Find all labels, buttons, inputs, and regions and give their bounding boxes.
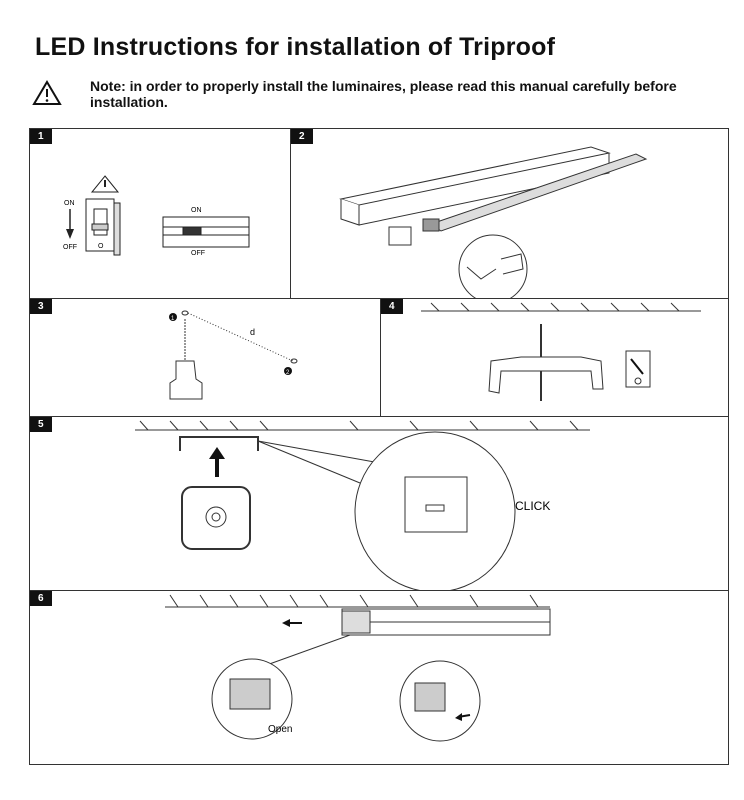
step-number: 2 bbox=[291, 129, 313, 144]
step-number: 3 bbox=[30, 299, 52, 314]
switch-o-label: O bbox=[98, 243, 104, 250]
open-end-cap-illustration: Open bbox=[165, 594, 551, 742]
switch-off-illustration: ON OFF O ON OFF bbox=[63, 175, 250, 257]
installation-note: Note: in order to properly install the l… bbox=[90, 78, 677, 110]
step-number: 1 bbox=[30, 129, 52, 144]
click-label: CLICK bbox=[515, 499, 550, 513]
step-number: 5 bbox=[30, 417, 52, 432]
step-6-panel: 6 Open bbox=[29, 590, 729, 765]
mount-clips-illustration bbox=[421, 302, 701, 401]
clip-luminaire-illustration: CLICK bbox=[135, 420, 590, 592]
page-title: LED Instructions for installation of Tri… bbox=[35, 33, 556, 61]
step-number: 4 bbox=[381, 299, 403, 314]
step-2-panel: 2 bbox=[290, 128, 729, 300]
breaker-on-label: ON bbox=[191, 207, 202, 214]
open-label: Open bbox=[268, 724, 292, 735]
drill-holes-illustration: 1 2 d bbox=[169, 310, 298, 400]
point-2-label: 2 bbox=[286, 370, 290, 376]
warning-icon bbox=[32, 80, 62, 105]
step-1-panel: 1 ON OFF O ON OFF bbox=[29, 128, 291, 299]
step-4-panel: 4 bbox=[380, 298, 729, 417]
distance-label: d bbox=[250, 327, 255, 337]
breaker-off-label: OFF bbox=[191, 250, 205, 257]
switch-off-label: OFF bbox=[63, 244, 77, 251]
step-number: 6 bbox=[30, 591, 52, 606]
unpack-luminaire-illustration bbox=[339, 146, 648, 300]
step-5-panel: 5 CLICK bbox=[29, 416, 729, 592]
step-3-panel: 3 1 2 d bbox=[29, 298, 381, 417]
point-1-label: 1 bbox=[171, 316, 175, 322]
switch-on-label: ON bbox=[64, 200, 75, 207]
